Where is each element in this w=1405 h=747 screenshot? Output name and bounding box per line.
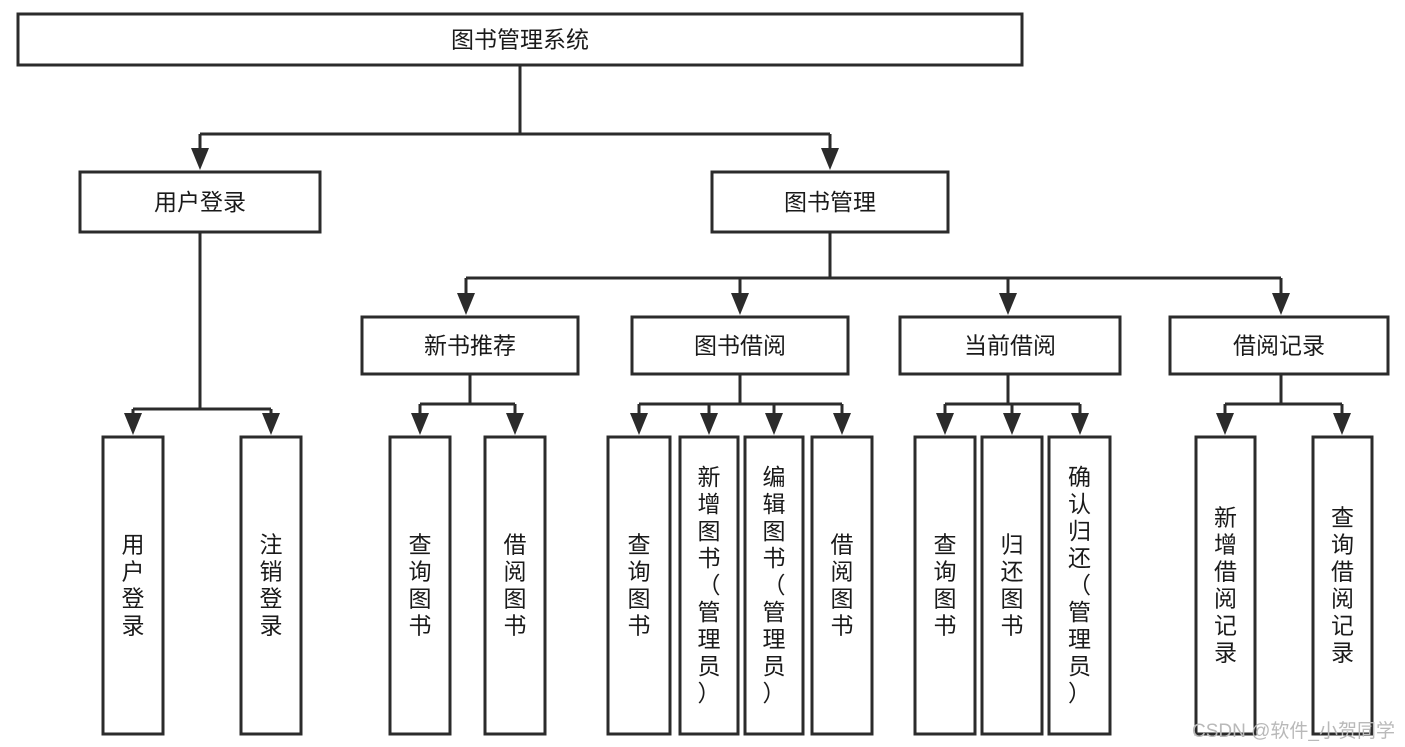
node-new-book-recommend[interactable]: 新书推荐	[360, 315, 580, 376]
node-box-leaf-add-borrow-record[interactable]	[1194, 435, 1257, 736]
node-user-login[interactable]: 用户登录	[78, 170, 322, 234]
node-box-book-manage[interactable]	[710, 170, 950, 234]
node-current-borrow[interactable]: 当前借阅	[898, 315, 1122, 376]
node-leaf-add-book-admin[interactable]: 新增图书（管理员）	[678, 435, 740, 736]
arrow-leaf-query-book-borrow	[630, 413, 648, 435]
node-label-leaf-add-book-admin: 新增图书（管理员）	[698, 464, 721, 706]
node-leaf-query-borrow-record[interactable]: 查询借阅记录	[1311, 435, 1374, 736]
arrow-leaf-edit-book-admin	[765, 413, 783, 435]
arrow-leaf-add-borrow-record	[1216, 413, 1234, 435]
node-label-book-manage: 图书管理	[784, 189, 876, 215]
node-leaf-query-book-recommend[interactable]: 查询图书	[388, 435, 452, 736]
arrowhead-layer	[124, 148, 1351, 435]
arrow-leaf-borrow-book-recommend	[506, 413, 524, 435]
node-box-leaf-add-book-admin[interactable]	[678, 435, 740, 736]
arrow-borrow-record	[1272, 293, 1290, 315]
node-root[interactable]: 图书管理系统	[16, 12, 1024, 67]
node-layer: 图书管理系统用户登录图书管理新书推荐图书借阅当前借阅借阅记录用户登录注销登录查询…	[16, 12, 1390, 736]
node-box-leaf-return-book[interactable]	[980, 435, 1044, 736]
node-label-leaf-user-login: 用户登录	[122, 532, 145, 639]
node-box-leaf-query-book-borrow[interactable]	[606, 435, 672, 736]
node-book-manage[interactable]: 图书管理	[710, 170, 950, 234]
arrow-leaf-query-borrow-record	[1333, 413, 1351, 435]
arrow-new-book-recommend	[457, 293, 475, 315]
arrow-user-login	[191, 148, 209, 170]
arrow-leaf-borrow-book	[833, 413, 851, 435]
node-label-borrow-record: 借阅记录	[1233, 333, 1325, 359]
node-label-current-borrow: 当前借阅	[964, 333, 1056, 359]
node-borrow-record[interactable]: 借阅记录	[1168, 315, 1390, 376]
node-box-leaf-query-borrow-record[interactable]	[1311, 435, 1374, 736]
node-label-leaf-edit-book-admin: 编辑图书（管理员）	[763, 464, 786, 706]
node-box-leaf-borrow-book-recommend[interactable]	[483, 435, 547, 736]
node-box-new-book-recommend[interactable]	[360, 315, 580, 376]
arrow-leaf-logout-login	[262, 413, 280, 435]
node-box-leaf-query-book-recommend[interactable]	[388, 435, 452, 736]
node-leaf-query-book-current[interactable]: 查询图书	[913, 435, 977, 736]
node-label-leaf-add-borrow-record: 新增借阅记录	[1214, 505, 1237, 666]
arrow-leaf-query-book-current	[936, 413, 954, 435]
node-label-book-borrow: 图书借阅	[694, 333, 786, 359]
node-label-leaf-query-borrow-record: 查询借阅记录	[1331, 505, 1354, 666]
arrow-leaf-return-book	[1003, 413, 1021, 435]
node-book-borrow[interactable]: 图书借阅	[630, 315, 850, 376]
arrow-leaf-confirm-return-admin	[1071, 413, 1089, 435]
node-leaf-borrow-book[interactable]: 借阅图书	[810, 435, 874, 736]
node-box-user-login[interactable]	[78, 170, 322, 234]
node-box-leaf-user-login[interactable]	[101, 435, 165, 736]
node-box-leaf-edit-book-admin[interactable]	[743, 435, 805, 736]
node-box-borrow-record[interactable]	[1168, 315, 1390, 376]
node-label-leaf-return-book: 归还图书	[1001, 532, 1024, 639]
node-label-leaf-query-book-recommend: 查询图书	[409, 532, 432, 639]
arrow-book-borrow	[731, 293, 749, 315]
arrow-leaf-add-book-admin	[700, 413, 718, 435]
node-box-root[interactable]	[16, 12, 1024, 67]
node-label-leaf-logout-login: 注销登录	[260, 532, 283, 639]
node-leaf-query-book-borrow[interactable]: 查询图书	[606, 435, 672, 736]
node-leaf-edit-book-admin[interactable]: 编辑图书（管理员）	[743, 435, 805, 736]
node-label-new-book-recommend: 新书推荐	[424, 333, 516, 359]
node-leaf-logout-login[interactable]: 注销登录	[239, 435, 303, 736]
node-leaf-confirm-return-admin[interactable]: 确认归还（管理员）	[1047, 435, 1112, 736]
node-leaf-borrow-book-recommend[interactable]: 借阅图书	[483, 435, 547, 736]
node-label-leaf-borrow-book-recommend: 借阅图书	[504, 532, 527, 639]
node-box-leaf-borrow-book[interactable]	[810, 435, 874, 736]
arrow-current-borrow	[999, 293, 1017, 315]
node-box-leaf-confirm-return-admin[interactable]	[1047, 435, 1112, 736]
node-box-leaf-logout-login[interactable]	[239, 435, 303, 736]
node-box-leaf-query-book-current[interactable]	[913, 435, 977, 736]
node-box-current-borrow[interactable]	[898, 315, 1122, 376]
node-leaf-return-book[interactable]: 归还图书	[980, 435, 1044, 736]
node-leaf-user-login[interactable]: 用户登录	[101, 435, 165, 736]
node-label-leaf-query-book-borrow: 查询图书	[628, 532, 651, 639]
arrow-leaf-user-login	[124, 413, 142, 435]
node-label-leaf-query-book-current: 查询图书	[934, 532, 957, 639]
arrow-book-manage	[821, 148, 839, 170]
node-box-book-borrow[interactable]	[630, 315, 850, 376]
node-label-leaf-borrow-book: 借阅图书	[831, 532, 854, 639]
node-label-user-login: 用户登录	[154, 189, 246, 215]
node-label-leaf-confirm-return-admin: 确认归还（管理员）	[1068, 464, 1091, 706]
node-leaf-add-borrow-record[interactable]: 新增借阅记录	[1194, 435, 1257, 736]
node-label-root: 图书管理系统	[451, 27, 589, 53]
arrow-leaf-query-book-recommend	[411, 413, 429, 435]
